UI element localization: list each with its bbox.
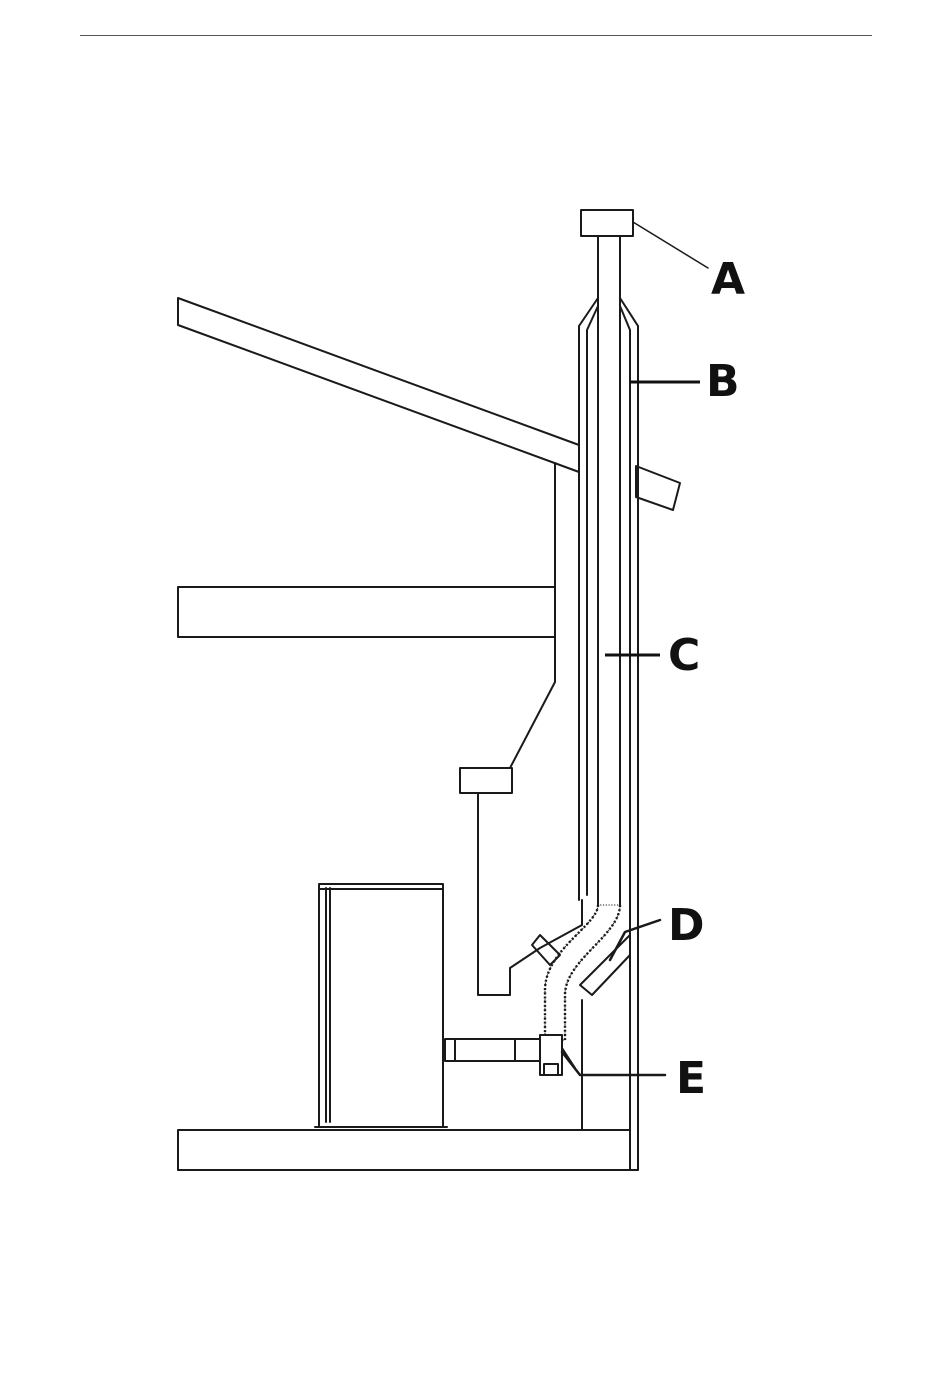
t-piece-cap (544, 1064, 558, 1075)
label-b: B (706, 356, 740, 407)
floor-slab (178, 1130, 630, 1170)
roof-overhang (636, 466, 680, 510)
roof-rafter (178, 298, 579, 472)
label-d: D (668, 900, 705, 951)
hood-cap (460, 768, 512, 793)
register-plate-right (580, 935, 630, 995)
label-e: E (676, 1053, 706, 1104)
outer-casing-left (579, 298, 598, 900)
label-a: A (711, 254, 745, 305)
leader-e (562, 1052, 665, 1075)
ceiling-beam (178, 587, 555, 637)
leader-d (610, 920, 660, 960)
label-c: C (668, 630, 700, 681)
casing-inner-right (620, 306, 630, 1170)
stove-flue-pipe (445, 1039, 540, 1061)
leader-a (633, 222, 708, 268)
fireplace-opening (478, 793, 582, 995)
stove-body (319, 884, 443, 1127)
chimney-cap (581, 210, 633, 236)
casing-inner-left (587, 306, 598, 895)
